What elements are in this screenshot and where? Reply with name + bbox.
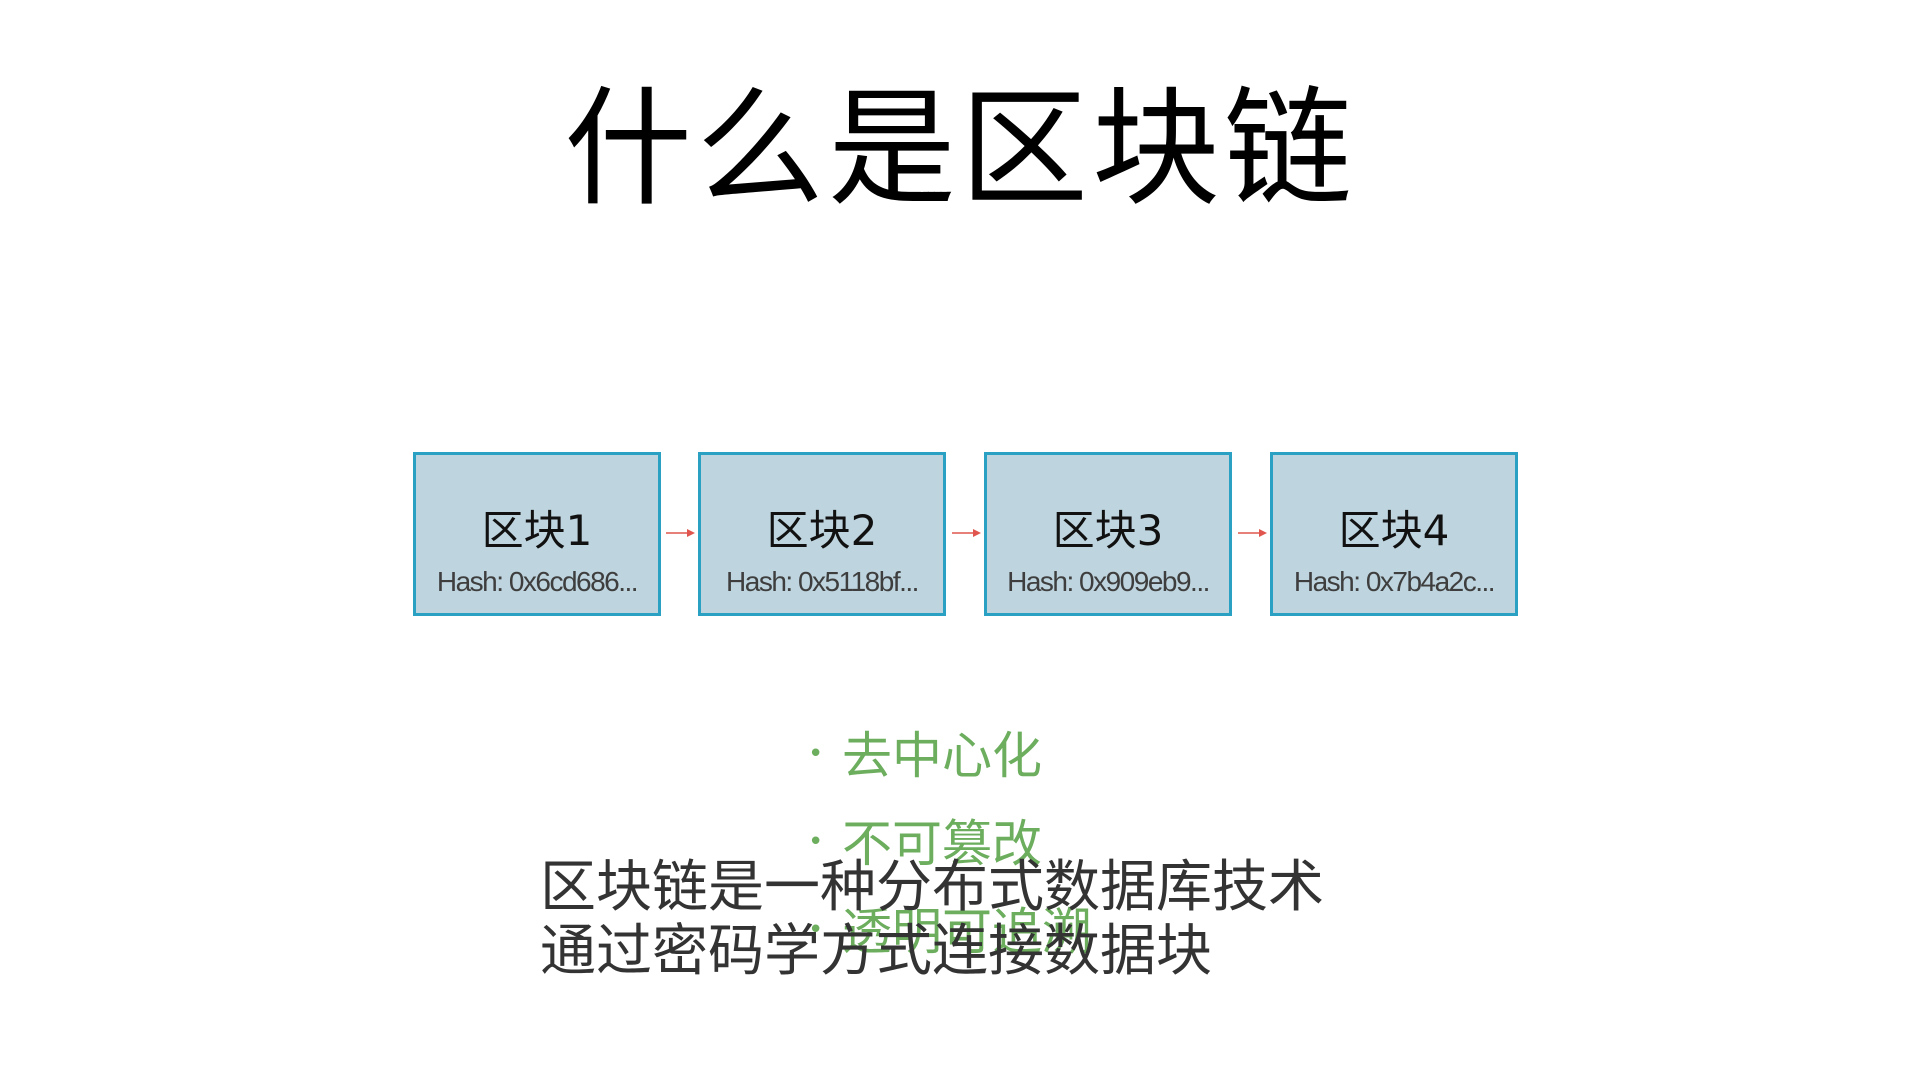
block-name: 区块2 [766,506,878,555]
block-name: 区块3 [1052,506,1164,555]
right-arrow-icon [952,527,982,539]
block-name: 区块4 [1338,506,1450,555]
block-hash: Hash: 0x909eb9... [1007,566,1210,597]
block-card-4: 区块4 Hash: 0x7b4a2c... [1270,452,1518,616]
block-card-3: 区块3 Hash: 0x909eb9... [984,452,1232,616]
slide-title: 什么是区块链 [563,75,1356,224]
bullet-item-immutable: •不可篡改 [808,819,1042,869]
block-hash: Hash: 0x6cd686... [436,566,639,597]
block-hash: Hash: 0x5118bf... [726,566,919,597]
bullet-item-traceable: •透明可追溯 [808,907,1092,957]
description-line-1: 区块链是一种分布式数据库技术 [540,855,1324,920]
bullet-dot-icon: • [808,914,824,945]
bullet-dot-icon: • [808,826,824,857]
description-line-2: 通过密码学方式连接数据块 [540,919,1212,984]
bullet-item-decentralized: •去中心化 [808,731,1042,781]
right-arrow-icon [666,527,696,539]
block-card-1: 区块1 Hash: 0x6cd686... [413,452,661,616]
description-text: 区块链是一种分布式数据库技术 通过密码学方式连接数据块 [540,856,1440,984]
bullet-dot-icon: • [808,738,824,769]
block-name: 区块1 [481,506,593,555]
bullet-text: 去中心化 [842,727,1042,785]
block-chain-diagram: 区块1 Hash: 0x6cd686... 区块2 Hash: 0x5118bf… [413,452,1518,620]
block-card-2: 区块2 Hash: 0x5118bf... [698,452,946,616]
bullet-text: 透明可追溯 [842,903,1092,961]
block-hash: Hash: 0x7b4a2c... [1293,566,1496,597]
right-arrow-icon [1238,527,1268,539]
bullet-text: 不可篡改 [842,815,1042,873]
